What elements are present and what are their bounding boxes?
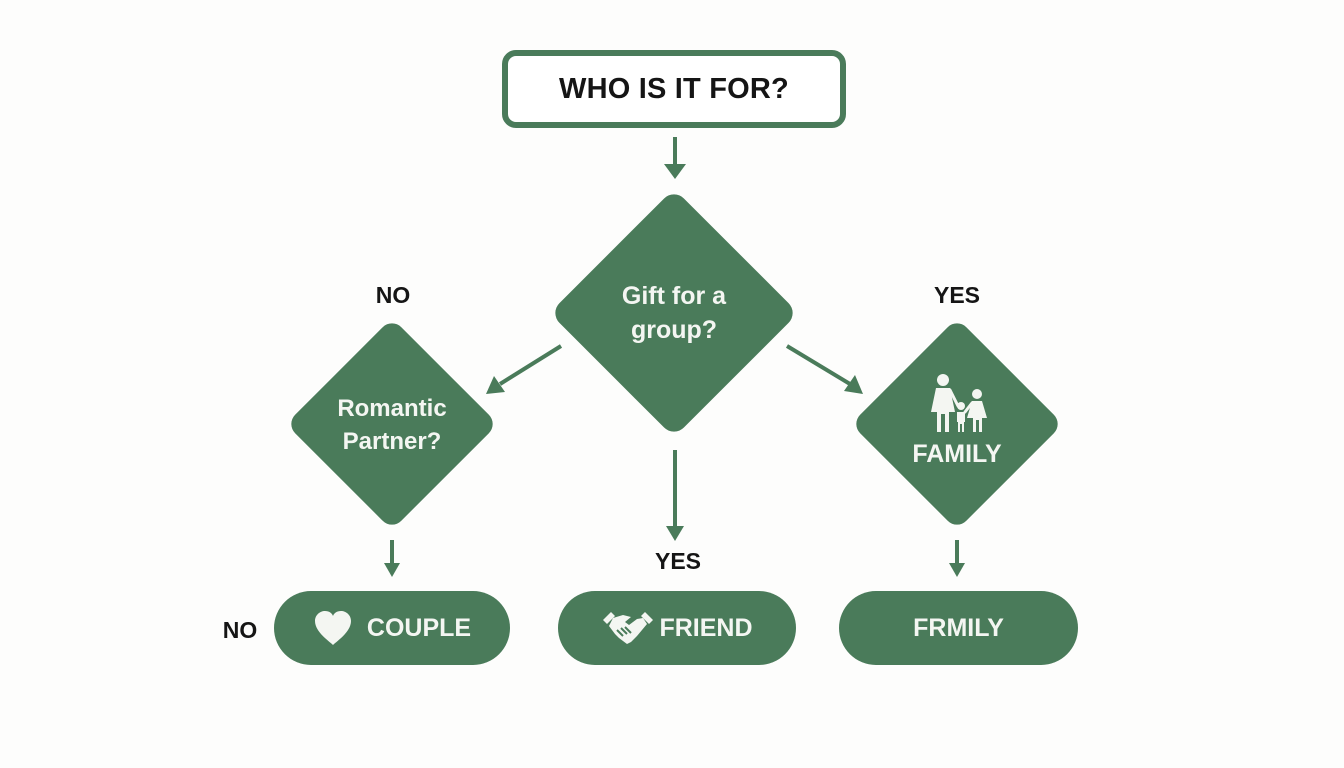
outcome-friend-label: FRIEND — [659, 613, 753, 642]
heart-icon — [313, 610, 353, 646]
start-label: WHO IS IT FOR? — [559, 72, 789, 105]
arrow-start-to-group-question — [664, 137, 686, 179]
arrow-romantic-to-couple — [384, 540, 400, 577]
outcome-family-label: FRMILY — [913, 613, 1004, 642]
decision-diamond-romantic[interactable] — [286, 318, 498, 530]
outcome-couple-label: COUPLE — [366, 613, 472, 642]
handshake-icon — [601, 608, 655, 648]
family-decision-label: FAMILY — [912, 439, 1002, 468]
branch-label-yes-right: YES — [933, 282, 981, 308]
decision-diamond-group[interactable] — [550, 189, 799, 438]
outcome-family[interactable]: FRMILY — [839, 591, 1078, 665]
branch-label-yes-center: YES — [654, 548, 702, 574]
group-question-text: Gift for a group? — [574, 278, 774, 348]
arrow-family-to-outcome — [949, 540, 965, 577]
outcome-couple[interactable]: COUPLE — [274, 591, 510, 665]
romantic-question-text: Romantic Partner? — [292, 390, 492, 460]
group-question-line2: group? — [630, 316, 718, 344]
arrow-group-to-friend — [666, 450, 684, 541]
family-icon — [925, 372, 989, 434]
romantic-question-line2: Partner? — [342, 428, 442, 455]
branch-label-no-bottom: NO — [222, 617, 258, 643]
romantic-question-line1: Romantic — [337, 395, 447, 422]
family-decision-content: FAMILY — [877, 366, 1037, 474]
arrow-group-to-romantic — [486, 344, 563, 394]
branch-label-no-left: NO — [375, 282, 411, 308]
decision-diamond-family[interactable] — [851, 318, 1063, 530]
outcome-friend[interactable]: FRIEND — [558, 591, 796, 665]
start-node[interactable]: WHO IS IT FOR? — [502, 50, 846, 128]
arrow-group-to-family — [785, 344, 863, 394]
group-question-line1: Gift for a — [621, 282, 727, 310]
